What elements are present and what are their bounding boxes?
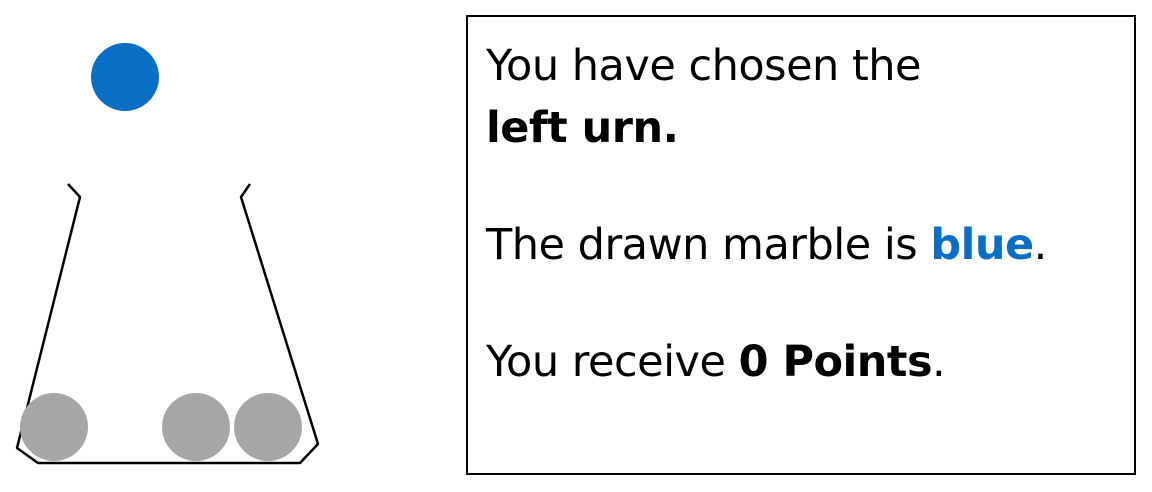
points-suffix: . <box>932 337 946 387</box>
drawn-marble <box>91 43 159 111</box>
result-panel: You have chosen the left urn. The drawn … <box>466 15 1136 475</box>
drawn-marble-prefix: The drawn marble is <box>486 220 931 270</box>
remaining-marble <box>162 393 230 461</box>
chosen-urn-prefix: You have chosen the <box>486 41 922 91</box>
urn-illustration <box>0 0 340 492</box>
chosen-urn-label: left urn. <box>486 103 679 153</box>
remaining-marble <box>234 393 302 461</box>
points-value: 0 Points <box>738 337 933 387</box>
points-prefix: You receive <box>486 337 739 387</box>
chosen-urn-value: left urn. <box>486 97 1134 159</box>
remaining-marble <box>20 393 88 461</box>
urn-outline <box>15 183 320 465</box>
chosen-urn-text: You have chosen the <box>486 35 1134 97</box>
points-text: You receive 0 Points. <box>486 331 1134 393</box>
urn-graphic <box>15 43 320 465</box>
drawn-marble-suffix: . <box>1033 220 1048 270</box>
drawn-marble-text: The drawn marble is blue. <box>486 214 1134 276</box>
drawn-marble-color: blue <box>930 220 1034 270</box>
